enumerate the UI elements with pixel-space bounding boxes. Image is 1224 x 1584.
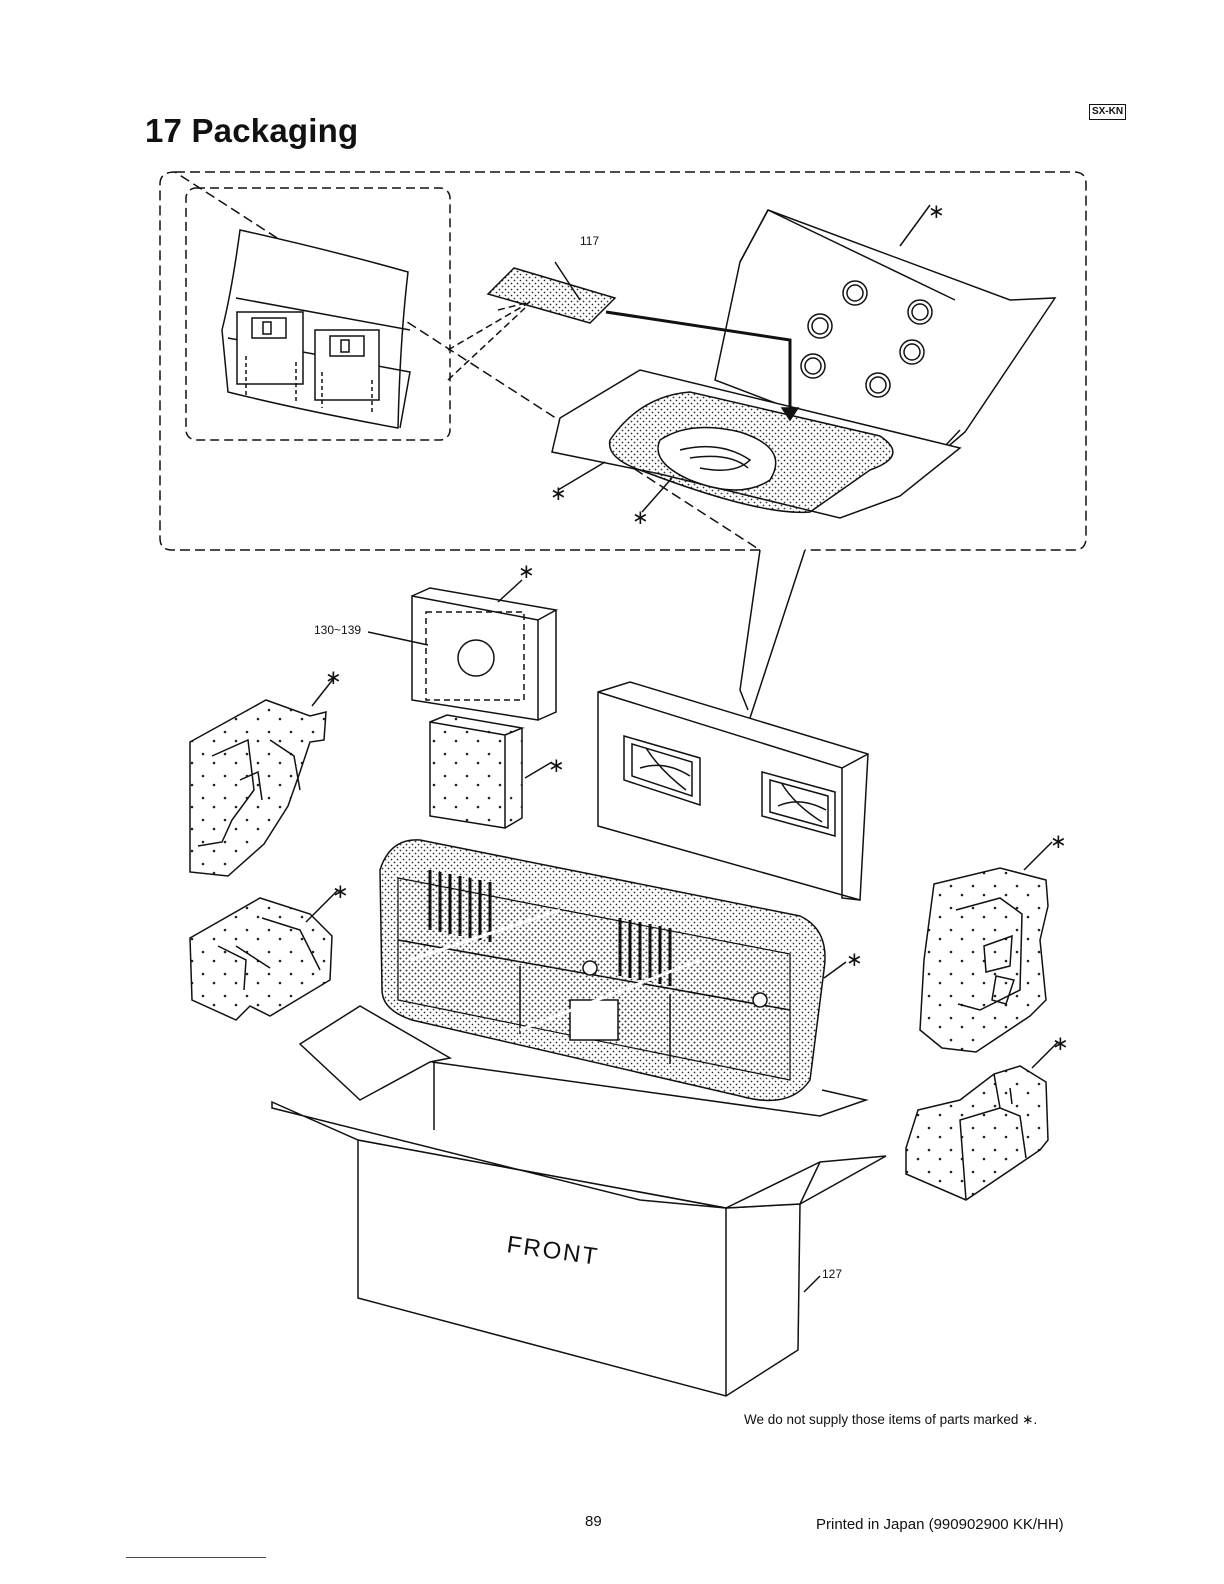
- star-mark-foam-left-top: ∗: [325, 665, 342, 689]
- group-pointer: [740, 550, 805, 718]
- foam-end-cap-right-top: [920, 868, 1048, 1052]
- star-mark-foam-block: ∗: [548, 753, 565, 777]
- foam-end-cap-right-bottom: [906, 1066, 1048, 1200]
- carton-flap-right: [726, 1156, 886, 1208]
- star-mark-foam-right-bottom: ∗: [1052, 1031, 1069, 1055]
- star-mark-tray-bag: ∗: [632, 505, 649, 529]
- callout-127: 127: [822, 1267, 842, 1281]
- star-mark-foam-left-bottom: ∗: [332, 879, 349, 903]
- footnote: We do not supply those items of parts ma…: [744, 1412, 1037, 1428]
- printed-in-japan: Printed in Japan (990902900 KK/HH): [816, 1516, 1064, 1533]
- callout-130-139: 130~139: [314, 623, 361, 637]
- inset-leader: [448, 302, 530, 380]
- star-mark-foam-right-top: ∗: [1050, 829, 1067, 853]
- manual-holder-box: [412, 596, 538, 720]
- foam-block-small: [430, 722, 505, 828]
- star-mark-keyboard-bag: ∗: [846, 947, 863, 971]
- foam-end-cap-left-top: [190, 700, 326, 876]
- page-number: 89: [585, 1513, 602, 1530]
- star-mark-holder: ∗: [518, 559, 535, 583]
- footer-rule: [126, 1557, 266, 1558]
- star-mark-tray-left: ∗: [550, 481, 567, 505]
- star-mark-lid: ∗: [928, 199, 945, 223]
- callout-117: 117: [580, 234, 599, 248]
